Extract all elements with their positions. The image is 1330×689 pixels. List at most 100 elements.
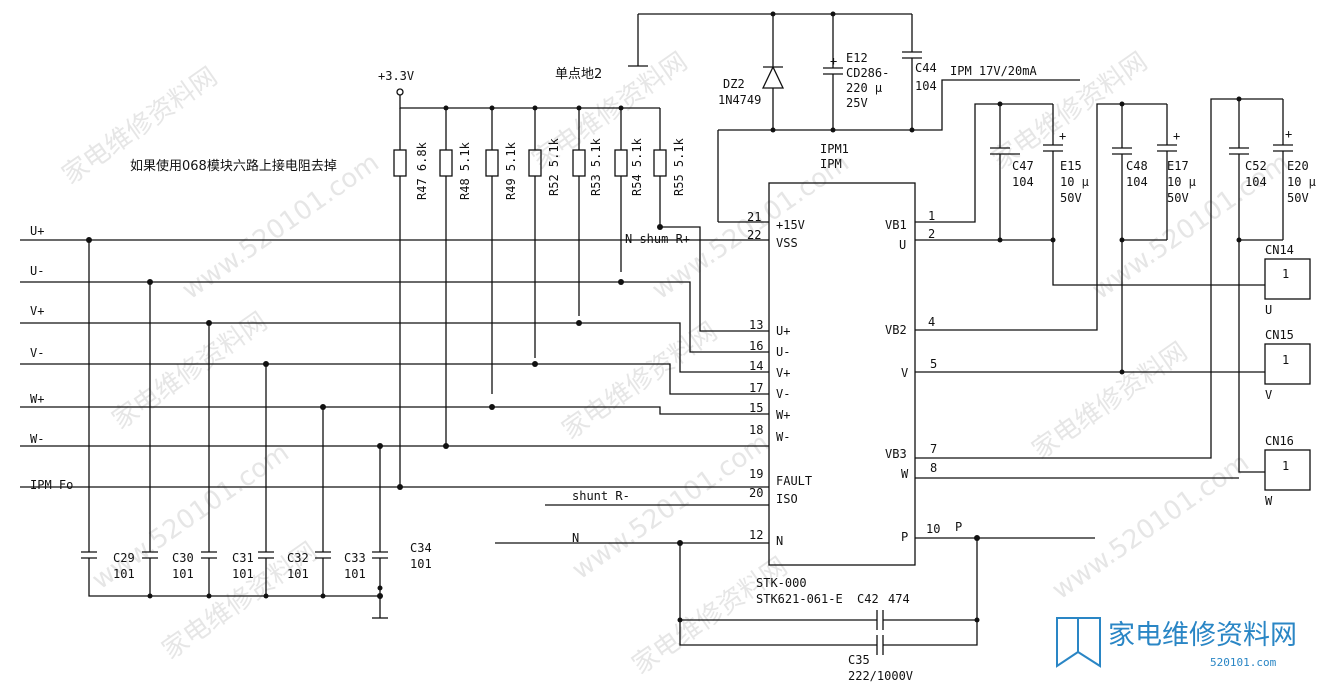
p-label: P xyxy=(955,520,962,534)
e12-part: CD286- xyxy=(846,66,889,80)
cap-c30-value: 101 xyxy=(172,567,194,581)
pin-name: N xyxy=(776,534,783,548)
pin-name: VB1 xyxy=(885,218,907,232)
pin-name: U+ xyxy=(776,324,790,338)
pin-name: W xyxy=(901,467,909,481)
cap-c29-value: 101 xyxy=(113,567,135,581)
e12-voltage: 25V xyxy=(846,96,868,110)
snubber-section: C42 474 C35 222/1000V xyxy=(677,535,1095,683)
input-label-v-minus: V- xyxy=(30,346,44,360)
pin-num: 7 xyxy=(930,442,937,456)
cn16-ref: CN16 xyxy=(1265,434,1294,448)
resistor-r47: R47 6.8k xyxy=(393,108,429,487)
input-label-w-plus: W+ xyxy=(30,392,44,406)
pin-name: ISO xyxy=(776,492,798,506)
c42-ref: C42 xyxy=(857,592,879,606)
e17-voltage: 50V xyxy=(1167,191,1189,205)
filter-capacitors: C29 101 C30 101 C31 101 C32 101 C33 101 … xyxy=(81,240,432,619)
resistor-r49: R49 5.1k xyxy=(485,108,518,394)
pin-name: VSS xyxy=(776,236,798,250)
c52-ref: C52 xyxy=(1245,159,1267,173)
e15-value: 10 µ xyxy=(1060,175,1089,189)
cn14-ref: CN14 xyxy=(1265,243,1294,257)
ipm-ref: IPM1 xyxy=(820,142,849,156)
pin-name: V+ xyxy=(776,366,790,380)
ipm-part2: STK621-061-E xyxy=(756,592,843,606)
pin-num: 18 xyxy=(749,423,763,437)
supply-label: +3.3V xyxy=(378,69,414,83)
pin-name: U- xyxy=(776,345,790,359)
pin-num: 8 xyxy=(930,461,937,475)
ground-label: 单点地2 xyxy=(555,67,602,82)
c44-ref: C44 xyxy=(915,61,937,75)
shunt-minus-label: shunt R- xyxy=(572,489,630,503)
zener-ref: DZ2 xyxy=(723,77,745,91)
cn15-ref: CN15 xyxy=(1265,328,1294,342)
n-label: N xyxy=(572,531,579,545)
connectors: CN14 1 U CN15 1 V CN16 1 W xyxy=(1264,243,1311,508)
cn16-label: W xyxy=(1265,494,1273,508)
pin-num: 2 xyxy=(928,227,935,241)
svg-text:R52 5.1k: R52 5.1k xyxy=(547,137,561,196)
input-label-u-plus: U+ xyxy=(30,224,44,238)
c48-value: 104 xyxy=(1126,175,1148,189)
cap-c31-value: 101 xyxy=(232,567,254,581)
supply-terminal xyxy=(396,88,404,96)
pin-num: 22 xyxy=(747,228,761,242)
pin-num: 5 xyxy=(930,357,937,371)
pin-name: FAULT xyxy=(776,474,812,488)
cn15-label: V xyxy=(1265,388,1272,402)
cap-c34-value: 101 xyxy=(410,557,432,571)
cn16-box xyxy=(1264,449,1311,491)
pin-num: 16 xyxy=(749,339,763,353)
resistor-r53: R53 5.1k xyxy=(572,108,603,316)
pin-name: W+ xyxy=(776,408,790,422)
pin-name: U xyxy=(899,238,906,252)
pin-num: 13 xyxy=(749,318,763,332)
pin-num: 17 xyxy=(749,381,763,395)
resistor-r54: R54 5.1k xyxy=(614,108,644,272)
pin-name: V- xyxy=(776,387,790,401)
c47-value: 104 xyxy=(1012,175,1034,189)
c42-value: 474 xyxy=(888,592,910,606)
pin-num: 10 xyxy=(926,522,940,536)
site-logo: 家电维修资料网 520101.com xyxy=(1056,617,1297,669)
c48-ref: C48 xyxy=(1126,159,1148,173)
book-icon xyxy=(1056,617,1101,668)
supply-note: IPM 17V/20mA xyxy=(950,64,1037,78)
pin-name: VB2 xyxy=(885,323,907,337)
supply-section: 单点地2 DZ2 1N4749 + E12 CD286- 220 µ 25V C… xyxy=(555,11,1080,222)
svg-text:R47 6.8k: R47 6.8k xyxy=(415,141,429,200)
svg-text:+: + xyxy=(1059,129,1066,143)
c44-value: 104 xyxy=(915,79,937,93)
cn14-label: U xyxy=(1265,303,1272,317)
watermark-url: www.520101.com xyxy=(567,428,775,586)
c47-ref: C47 xyxy=(1012,159,1034,173)
pin-name: W- xyxy=(776,430,790,444)
pin-name: P xyxy=(901,530,908,544)
cn16-pin: 1 xyxy=(1282,459,1289,473)
cap-c32-ref: C32 xyxy=(287,551,309,565)
e12-ref: E12 xyxy=(846,51,868,65)
svg-text:R54 5.1k: R54 5.1k xyxy=(630,137,644,196)
pin-name: +15V xyxy=(776,218,805,232)
note-text: 如果使用068模块六路上接电阻去掉 xyxy=(130,158,337,174)
input-label-w-minus: W- xyxy=(30,432,44,446)
ipm-left-pins: 21 +15V 22 VSS 13 U+ 16 U- 14 V+ 17 V- 1… xyxy=(718,210,812,548)
cap-c34-ref: C34 xyxy=(410,541,432,555)
n-shunt-label: N shum R+ xyxy=(625,232,690,246)
resistor-r48: R48 5.1k xyxy=(439,108,472,446)
pin-num: 1 xyxy=(928,209,935,223)
bootstrap-v: + C48 104 E17 10 µ 50V xyxy=(915,101,1265,375)
pin-num: 19 xyxy=(749,467,763,481)
e15-ref: E15 xyxy=(1060,159,1082,173)
logo-text: 家电维修资料网 xyxy=(1108,620,1297,651)
pin-num: 20 xyxy=(749,486,763,500)
pin-num: 14 xyxy=(749,359,763,373)
e17-ref: E17 xyxy=(1167,159,1189,173)
cap-c32-value: 101 xyxy=(287,567,309,581)
input-lines: U+ U- V+ V- W+ W- IPM Fo xyxy=(20,224,769,492)
pin-num: 4 xyxy=(928,315,935,329)
svg-text:R49 5.1k: R49 5.1k xyxy=(504,141,518,200)
